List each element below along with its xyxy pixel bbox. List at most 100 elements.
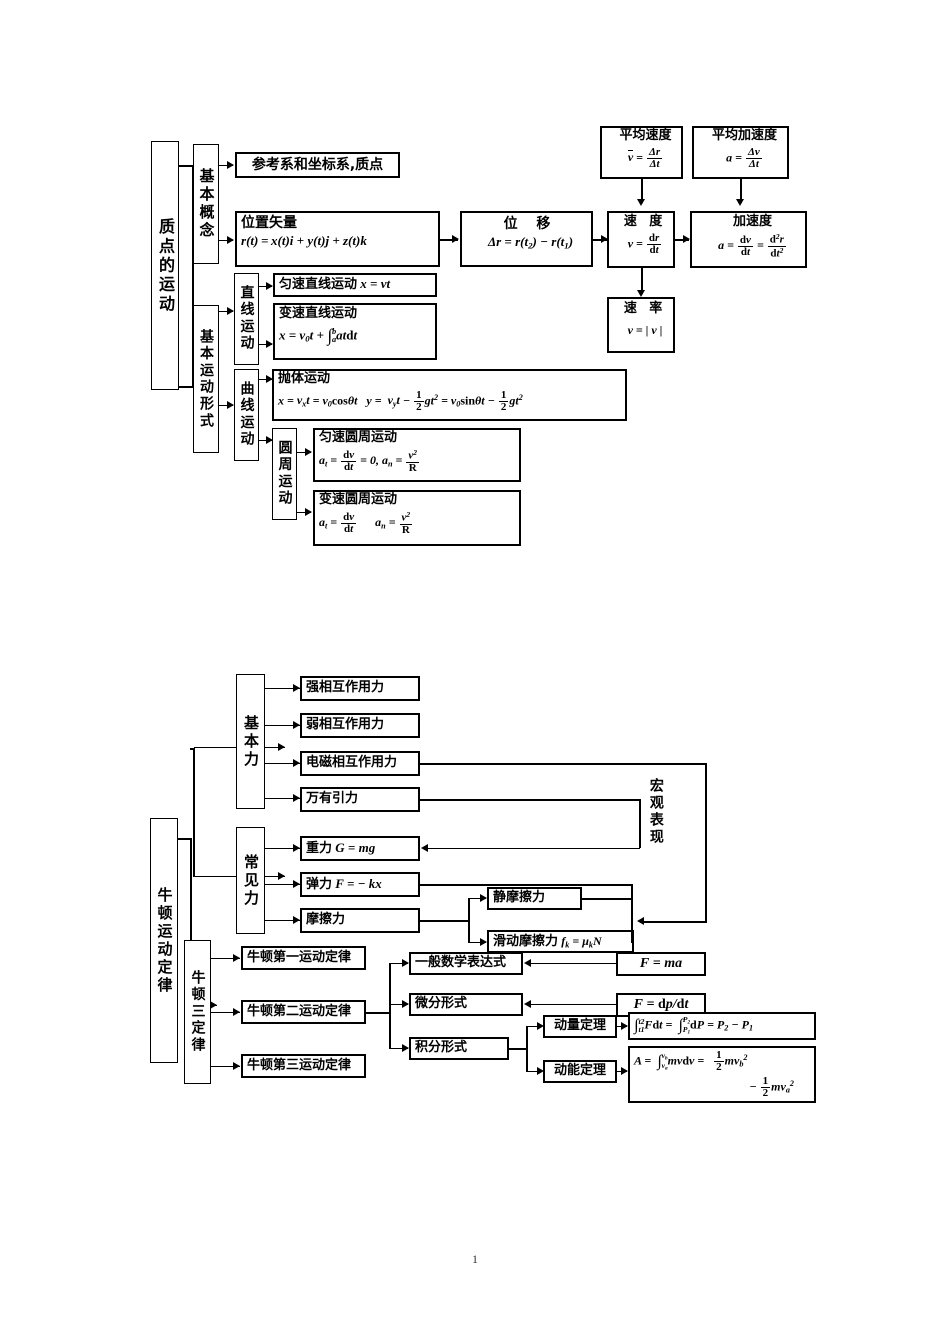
- branch-linear-motion: 直线运动: [234, 273, 259, 365]
- node-uniform-linear-motion: 匀速直线运动 x = vt: [273, 273, 437, 297]
- arrow-to-elastic-force: [293, 880, 300, 888]
- line-curv-to-circular: [259, 440, 272, 442]
- macro-bottom-return: [640, 921, 706, 923]
- arrow-to-three-laws: [210, 1001, 217, 1009]
- line-to-momentum-theorem: [526, 1026, 542, 1028]
- elastic-force-label: 弹力: [306, 876, 333, 892]
- newton-root-line-upper: [178, 838, 191, 840]
- arrow-to-velocity: [601, 235, 608, 243]
- arrow-to-displacement: [452, 235, 459, 243]
- elastic-to-macro-line: [420, 884, 632, 886]
- line-velocity-to-acceleration: [675, 239, 689, 241]
- arrow-to-kinetic-friction: [480, 938, 487, 946]
- arrow-to-variable-circular: [305, 508, 312, 516]
- line-to-third-law: [211, 1066, 240, 1068]
- line-to-elastic-force: [265, 884, 300, 886]
- line-linear-to-variable: [259, 344, 272, 346]
- arrow-to-first-law: [233, 954, 240, 962]
- line-to-gravitation: [265, 798, 300, 800]
- line-curv-to-projectile: [259, 379, 272, 381]
- node-general-math-form: 一般数学表达式: [409, 952, 523, 975]
- arrow-momentum-formula: [621, 1022, 628, 1030]
- line-forms-to-linear: [219, 311, 233, 313]
- node-friction: 摩擦力: [300, 908, 420, 933]
- arrow-macro-to-gravity: [421, 844, 428, 852]
- speed-formula: v = | v |: [627, 322, 663, 337]
- root-to-spine-upper: [179, 165, 193, 167]
- arrow-to-friction: [293, 916, 300, 924]
- node-gravitation: 万有引力: [300, 787, 420, 812]
- node-position-vector: 位置矢量 r(t) = x(t)i + y(t)j + z(t)k: [235, 211, 440, 267]
- kinetic-friction-formula: fk = μkN: [561, 933, 602, 949]
- arrow-to-electromagnetic-force: [293, 759, 300, 767]
- second-law-fork-line: [366, 1012, 390, 1014]
- branch-basic-motion-forms: 基本运动形式: [193, 305, 219, 453]
- root-label-newton-laws: 牛顿运动定律: [150, 818, 178, 1063]
- node-second-law: 牛顿第二运动定律: [241, 1000, 366, 1024]
- arrow-macro-to-friction: [637, 917, 644, 925]
- arrow-to-general-form: [402, 959, 409, 967]
- arrow-to-integral-form: [402, 1044, 409, 1052]
- node-elastic-force: 弹力 F = − kx: [300, 872, 420, 897]
- line-to-electromagnetic-force: [265, 763, 300, 765]
- arrow-to-uniform-circular: [305, 448, 312, 456]
- arrow-to-position-vector: [227, 236, 234, 244]
- friction-fork-vertical: [468, 898, 470, 943]
- arrow-to-fundamental-forces: [278, 743, 285, 751]
- branch-fundamental-forces: 基本力: [236, 674, 265, 809]
- line-to-gravity: [265, 848, 300, 850]
- node-kinetic-energy-theorem: 动能定理: [543, 1060, 617, 1083]
- newton-root-spine: [190, 838, 192, 1006]
- arrow-to-differential-form-left: [524, 1000, 531, 1008]
- node-differential-form: 微分形式: [409, 993, 523, 1016]
- arrow-to-acceleration: [683, 235, 690, 243]
- kinetic-friction-label: 滑动摩擦力: [493, 933, 559, 949]
- line-to-first-law: [211, 958, 240, 960]
- em-to-macro-line: [420, 763, 707, 765]
- arrow-to-momentum-theorem: [537, 1022, 544, 1030]
- line-circ-to-variable: [297, 512, 311, 514]
- line-avgacc-to-acceleration: [740, 179, 742, 203]
- macro-to-gravity-line: [427, 848, 640, 850]
- elastic-force-formula: F = − kx: [335, 875, 382, 891]
- branch-common-forces: 常见力: [236, 827, 265, 934]
- branch-basic-concepts: 基本概念: [193, 144, 219, 264]
- macroscopic-manifestation-label: 宏观表现: [647, 778, 664, 847]
- line-to-second-law: [211, 1012, 240, 1014]
- node-third-law: 牛顿第三运动定律: [241, 1054, 366, 1078]
- page-number: 1: [472, 1252, 478, 1266]
- line-displacement-to-velocity: [593, 239, 607, 241]
- arrow-down-to-velocity: [637, 199, 645, 206]
- f-equals-dpdt-formula: F = dp/dt: [633, 996, 689, 1012]
- arrow-to-gravitation: [293, 794, 300, 802]
- line-basic-to-position: [219, 240, 233, 242]
- line-circ-to-uniform: [297, 452, 311, 454]
- node-gravity: 重力 G = mg: [300, 836, 420, 861]
- integral-fork-vertical: [526, 1026, 528, 1072]
- gravity-label: 重力: [306, 840, 333, 856]
- line-basic-to-reference: [219, 165, 233, 167]
- displacement-formula: Δr = r(t2) − r(t1): [487, 234, 574, 251]
- branch-curvilinear-motion: 曲线运动: [234, 369, 259, 461]
- branch-circular-motion: 圆周运动: [272, 428, 297, 520]
- line-to-static-friction: [468, 898, 486, 900]
- node-weak-force: 弱相互作用力: [300, 713, 420, 738]
- node-strong-force: 强相互作用力: [300, 676, 420, 701]
- arrow-to-gravity: [293, 844, 300, 852]
- line-forms-to-curvilinear: [219, 405, 233, 407]
- arrow-to-weak-force: [293, 721, 300, 729]
- root-to-spine-lower: [179, 386, 193, 388]
- static-friction-out-line: [582, 898, 632, 900]
- arrow-to-reference-frame: [227, 161, 234, 169]
- arrow-to-projectile: [266, 375, 273, 383]
